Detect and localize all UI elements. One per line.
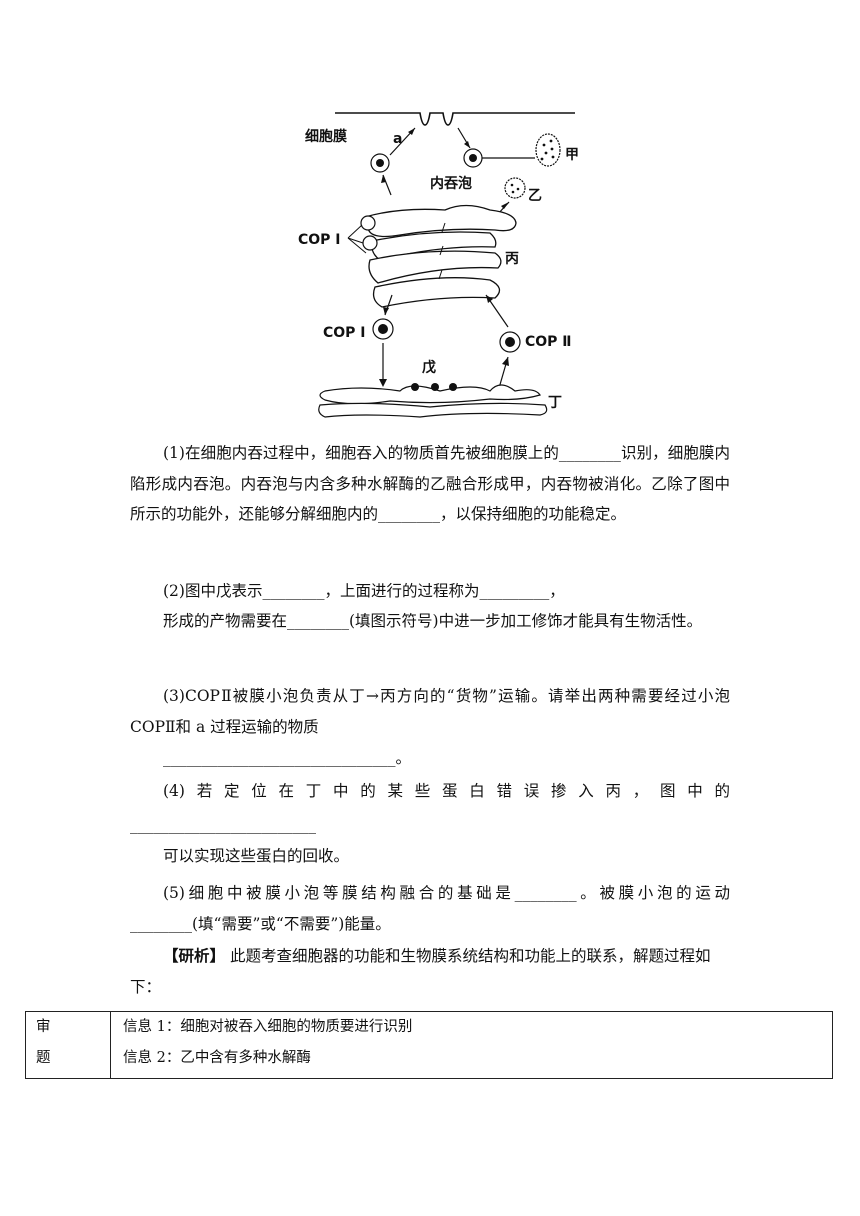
q4-char: (4) [163, 776, 185, 806]
question-4-line-1: (4) 若 定 位 在 丁 中 的 某 些 蛋 白 错 误 掺 入 丙 ， 图 … [163, 776, 730, 806]
ribosome [449, 383, 457, 391]
q4-char: 位 [251, 776, 267, 806]
copI-bud-1 [361, 216, 375, 230]
q4-char: 丁 [306, 776, 322, 806]
analysis-tag: 【研析】 [163, 946, 225, 965]
question-4-line-3: 可以实现这些蛋白的回收。 [163, 841, 349, 871]
question-2-line-2: 形成的产物需要在________(填图示符号)中进一步加工修饰才能具有生物活性。 [130, 606, 730, 637]
label-endosome: 内吞泡 [430, 175, 472, 192]
table-header-cell: 审 题 [26, 1012, 111, 1079]
q4-char: 中 [687, 776, 703, 806]
header-char: 审 [36, 1012, 110, 1043]
q4-char: 丙 [605, 776, 621, 806]
q4-char: 若 [197, 776, 213, 806]
table-row: 审 题 信息 1：细胞对被吞入细胞的物质要进行识别 信息 2：乙中含有多种水解酶 [26, 1012, 833, 1079]
q4-char: 错 [496, 776, 512, 806]
analysis-paragraph: 【研析】 此题考查细胞器的功能和生物膜系统结构和功能上的联系，解题过程如下： [130, 940, 730, 1003]
question-3: (3)COPⅡ被膜小泡负责从丁→丙方向的“货物”运输。请举出两种需要经过小泡 C… [130, 681, 730, 742]
q4-char: 掺 [551, 776, 567, 806]
question-3-blank: ______________________________。 [163, 743, 411, 773]
jia-organelle [536, 134, 560, 166]
golgi-cisterna-4 [374, 278, 500, 307]
q4-char: 图 [660, 776, 676, 806]
copI-bud-2 [363, 236, 377, 250]
vesicle-transport-diagram: 细胞膜 a 内吞泡 甲 乙 COP Ⅰ 丙 COP Ⅰ COP Ⅱ 戊 丁 [290, 95, 590, 425]
cell-diagram: 细胞膜 a 内吞泡 甲 乙 COP Ⅰ 丙 COP Ⅰ COP Ⅱ 戊 丁 [290, 95, 590, 425]
q4-char: 的 [714, 776, 730, 806]
cell-membrane-line [335, 113, 575, 125]
er-membrane [320, 385, 540, 404]
ribosome [411, 383, 419, 391]
q4-char: 蛋 [442, 776, 458, 806]
label-a: a [393, 131, 402, 147]
table-content-cell: 信息 1：细胞对被吞入细胞的物质要进行识别 信息 2：乙中含有多种水解酶 [111, 1012, 833, 1079]
label-copII: COP Ⅱ [525, 334, 572, 350]
q4-char: 在 [278, 776, 294, 806]
label-bing: 丙 [505, 251, 519, 267]
q4-char: ， [633, 776, 649, 806]
question-4-blank: ________________________ [130, 810, 316, 840]
label-yi: 乙 [528, 188, 542, 204]
label-copI-bottom: COP Ⅰ [323, 325, 366, 341]
ribosome [431, 383, 439, 391]
yi-organelle [505, 178, 525, 198]
label-jia: 甲 [565, 147, 579, 163]
q4-char: 入 [578, 776, 594, 806]
info-table: 审 题 信息 1：细胞对被吞入细胞的物质要进行识别 信息 2：乙中含有多种水解酶 [25, 1011, 833, 1079]
q4-char: 些 [415, 776, 431, 806]
label-copI-top: COP Ⅰ [298, 232, 341, 248]
question-1: (1)在细胞内吞过程中，细胞吞入的物质首先被细胞膜上的________识别，细胞… [130, 438, 730, 530]
question-5: (5)细胞中被膜小泡等膜结构融合的基础是________。被膜小泡的运动____… [130, 878, 730, 939]
info-line: 信息 2：乙中含有多种水解酶 [123, 1043, 832, 1074]
q4-char: 某 [387, 776, 403, 806]
label-wu: 戊 [422, 359, 436, 376]
info-line: 信息 1：细胞对被吞入细胞的物质要进行识别 [123, 1012, 832, 1043]
q4-char: 的 [360, 776, 376, 806]
q4-char: 误 [524, 776, 540, 806]
label-ding: 丁 [548, 395, 562, 411]
q4-char: 定 [224, 776, 240, 806]
header-char: 题 [36, 1043, 110, 1074]
q4-char: 白 [469, 776, 485, 806]
q4-char: 中 [333, 776, 349, 806]
label-membrane: 细胞膜 [305, 128, 347, 145]
question-2-line-1: (2)图中戊表示________，上面进行的过程称为_________， [163, 576, 565, 606]
